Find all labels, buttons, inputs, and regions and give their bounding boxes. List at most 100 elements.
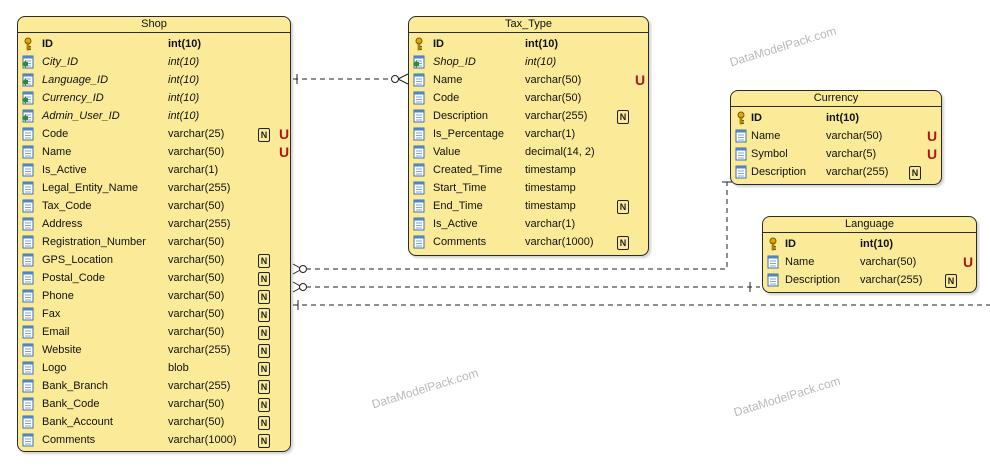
nullable-flag-icon: N: [258, 416, 270, 430]
column-name: Website: [42, 344, 82, 356]
column-type: varchar(50): [168, 200, 225, 212]
column-name: Bank_Account: [42, 416, 113, 428]
column-type: int(10): [826, 112, 859, 124]
column-icon: [22, 217, 34, 231]
column-type: varchar(50): [168, 326, 225, 338]
column-name: Symbol: [751, 148, 788, 160]
column-icon: [413, 73, 425, 87]
column-icon: [413, 199, 425, 213]
column-name: Is_Active: [42, 164, 87, 176]
column-row[interactable]: Tax_Code varchar(50): [18, 197, 290, 215]
column-type: varchar(50): [525, 92, 582, 104]
column-icon: [22, 379, 34, 393]
column-icon: [413, 181, 425, 195]
column-type: varchar(255): [826, 166, 889, 178]
column-name: Comments: [433, 236, 487, 248]
rel-shop-currency: [306, 182, 728, 270]
entity-title: Shop: [18, 17, 290, 33]
unique-flag-icon: U: [279, 144, 290, 160]
column-row[interactable]: Shop_ID int(10): [409, 53, 648, 71]
column-icon: [22, 343, 34, 357]
column-type: varchar(25): [168, 128, 225, 140]
column-icon: [413, 163, 425, 177]
column-name: Fax: [42, 308, 61, 320]
column-type: varchar(50): [826, 130, 883, 142]
column-name: Description: [785, 274, 841, 286]
column-name: Shop_ID: [433, 56, 476, 68]
column-icon: [767, 273, 779, 287]
column-type: varchar(50): [168, 272, 225, 284]
column-icon: [22, 127, 34, 141]
primary-key-icon: [735, 111, 747, 125]
nullable-flag-icon: N: [258, 128, 270, 142]
column-icon: [22, 289, 34, 303]
nullable-flag-icon: N: [258, 380, 270, 394]
column-name: Phone: [42, 290, 74, 302]
column-name: Tax_Code: [42, 200, 92, 212]
column-icon: [767, 255, 779, 269]
column-name: City_ID: [42, 56, 79, 68]
column-icon: [413, 235, 425, 249]
column-name: Logo: [42, 362, 67, 374]
foreign-key-icon: [22, 73, 34, 87]
column-name: Bank_Code: [42, 398, 100, 410]
nullable-flag-icon: N: [258, 434, 270, 448]
nullable-flag-icon: N: [258, 326, 270, 340]
column-name: Value: [433, 146, 461, 158]
column-type: int(10): [860, 238, 893, 250]
unique-flag-icon: U: [279, 126, 290, 142]
column-type: int(10): [525, 56, 557, 68]
column-icon: [22, 433, 34, 447]
column-type: varchar(1): [525, 128, 576, 140]
column-icon: [22, 235, 34, 249]
column-type: varchar(50): [168, 146, 225, 158]
column-name: Legal_Entity_Name: [42, 182, 139, 194]
column-icon: [22, 145, 34, 159]
